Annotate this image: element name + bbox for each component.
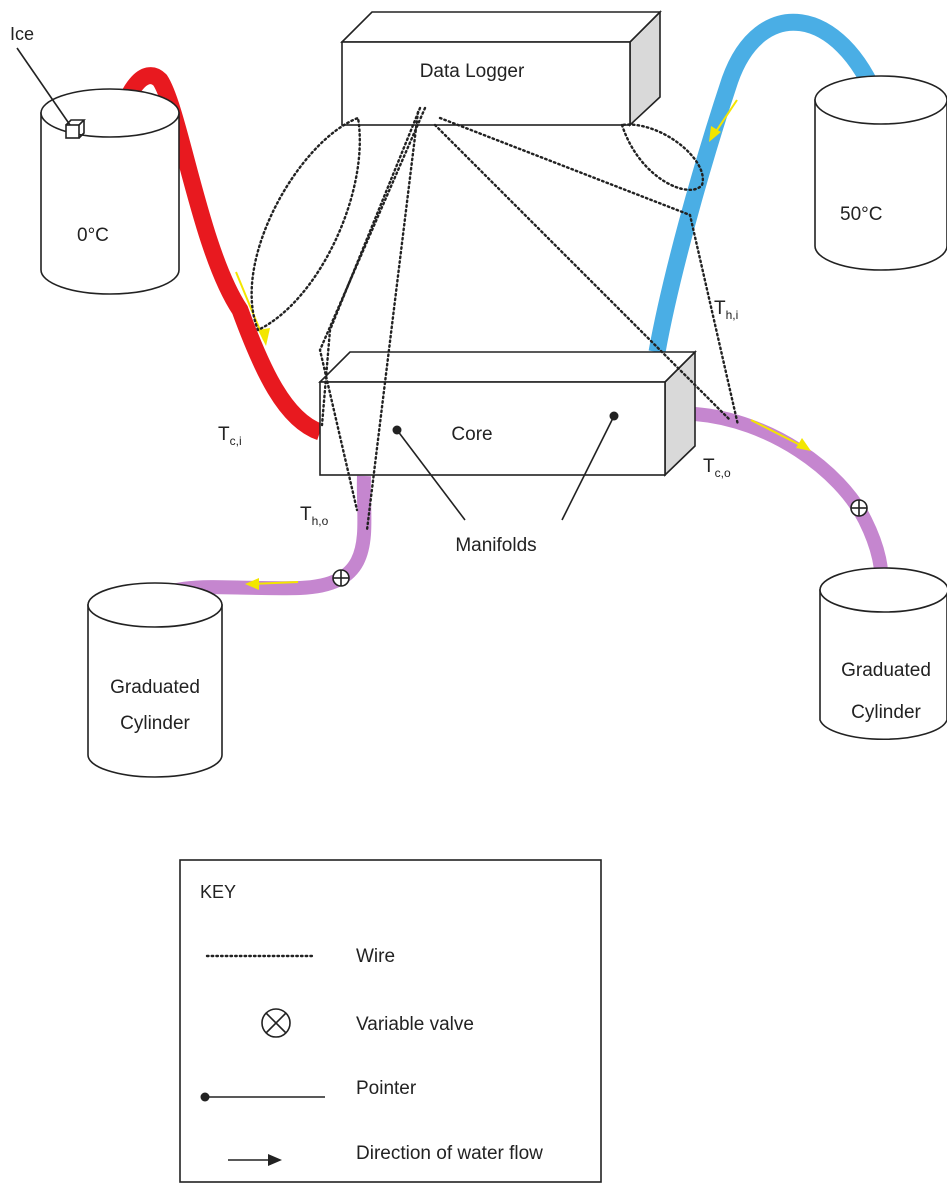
sensor-label-t-ho: Th,o xyxy=(300,504,329,528)
flow-arrow-cold-outlet xyxy=(750,419,811,451)
variable-valve-right-icon xyxy=(850,499,868,517)
wires xyxy=(250,106,740,532)
manifolds-label: Manifolds xyxy=(455,535,536,556)
pointer-symbol-icon xyxy=(200,1092,325,1102)
manifold-pointer-right xyxy=(561,415,615,521)
manifold-pointer-left xyxy=(396,429,466,521)
cylinder-left-label-line2: Cylinder xyxy=(120,713,190,734)
core-box: Core xyxy=(318,350,697,477)
sensor-label-t-co: Tc,o xyxy=(703,456,731,480)
key-item-valve-label: Variable valve xyxy=(356,1014,474,1035)
wire-to-tci xyxy=(320,106,422,427)
sensor-label-t-ci: Tc,i xyxy=(218,424,242,448)
cold-bath-temperature: 0°C xyxy=(77,225,109,246)
flow-arrow-icon xyxy=(228,1154,282,1166)
flow-arrow-cold-inlet xyxy=(235,271,270,346)
wire-to-thi xyxy=(438,116,740,427)
graduated-cylinder-left: Graduated Cylinder xyxy=(87,582,223,778)
data-logger-label: Data Logger xyxy=(420,61,525,82)
cylinder-left-label-line1: Graduated xyxy=(110,677,200,698)
wire-loop-left xyxy=(250,116,361,332)
graduated-cylinder-right: Graduated Cylinder xyxy=(819,567,947,741)
key-item-flow-label: Direction of water flow xyxy=(356,1143,543,1164)
wire-loop-right xyxy=(620,123,705,191)
hot-inlet-tube xyxy=(648,13,886,354)
data-logger-box: Data Logger xyxy=(340,10,662,127)
ice-cube-icon xyxy=(65,119,86,139)
key-item-pointer-label: Pointer xyxy=(356,1078,417,1099)
sensor-label-t-hi: Th,i xyxy=(714,298,738,322)
flow-arrow-hot-outlet xyxy=(245,578,299,590)
wire-to-tho-2 xyxy=(365,110,420,532)
cold-inlet-tube xyxy=(109,67,324,441)
wire-to-tho-1 xyxy=(318,106,427,512)
key-title: KEY xyxy=(200,882,236,902)
cold-bath: 0°C xyxy=(40,88,180,295)
core-label: Core xyxy=(451,424,492,445)
cold-outlet-tube xyxy=(694,407,889,589)
flow-arrow-hot-inlet xyxy=(709,99,738,142)
hot-bath: 50°C xyxy=(814,75,947,271)
cylinder-right-label-line2: Cylinder xyxy=(851,702,921,723)
ice-label: Ice xyxy=(10,24,34,44)
hot-bath-temperature: 50°C xyxy=(840,204,882,225)
variable-valve-icon xyxy=(261,1008,291,1038)
variable-valve-left-icon xyxy=(332,569,350,587)
key-legend: KEY Wire Variable valve Pointer Directio… xyxy=(179,859,602,1183)
wire-to-tco xyxy=(433,123,732,422)
key-item-wire-label: Wire xyxy=(356,946,395,967)
ice-pointer xyxy=(16,47,71,126)
cylinder-right-label-line1: Graduated xyxy=(841,660,931,681)
